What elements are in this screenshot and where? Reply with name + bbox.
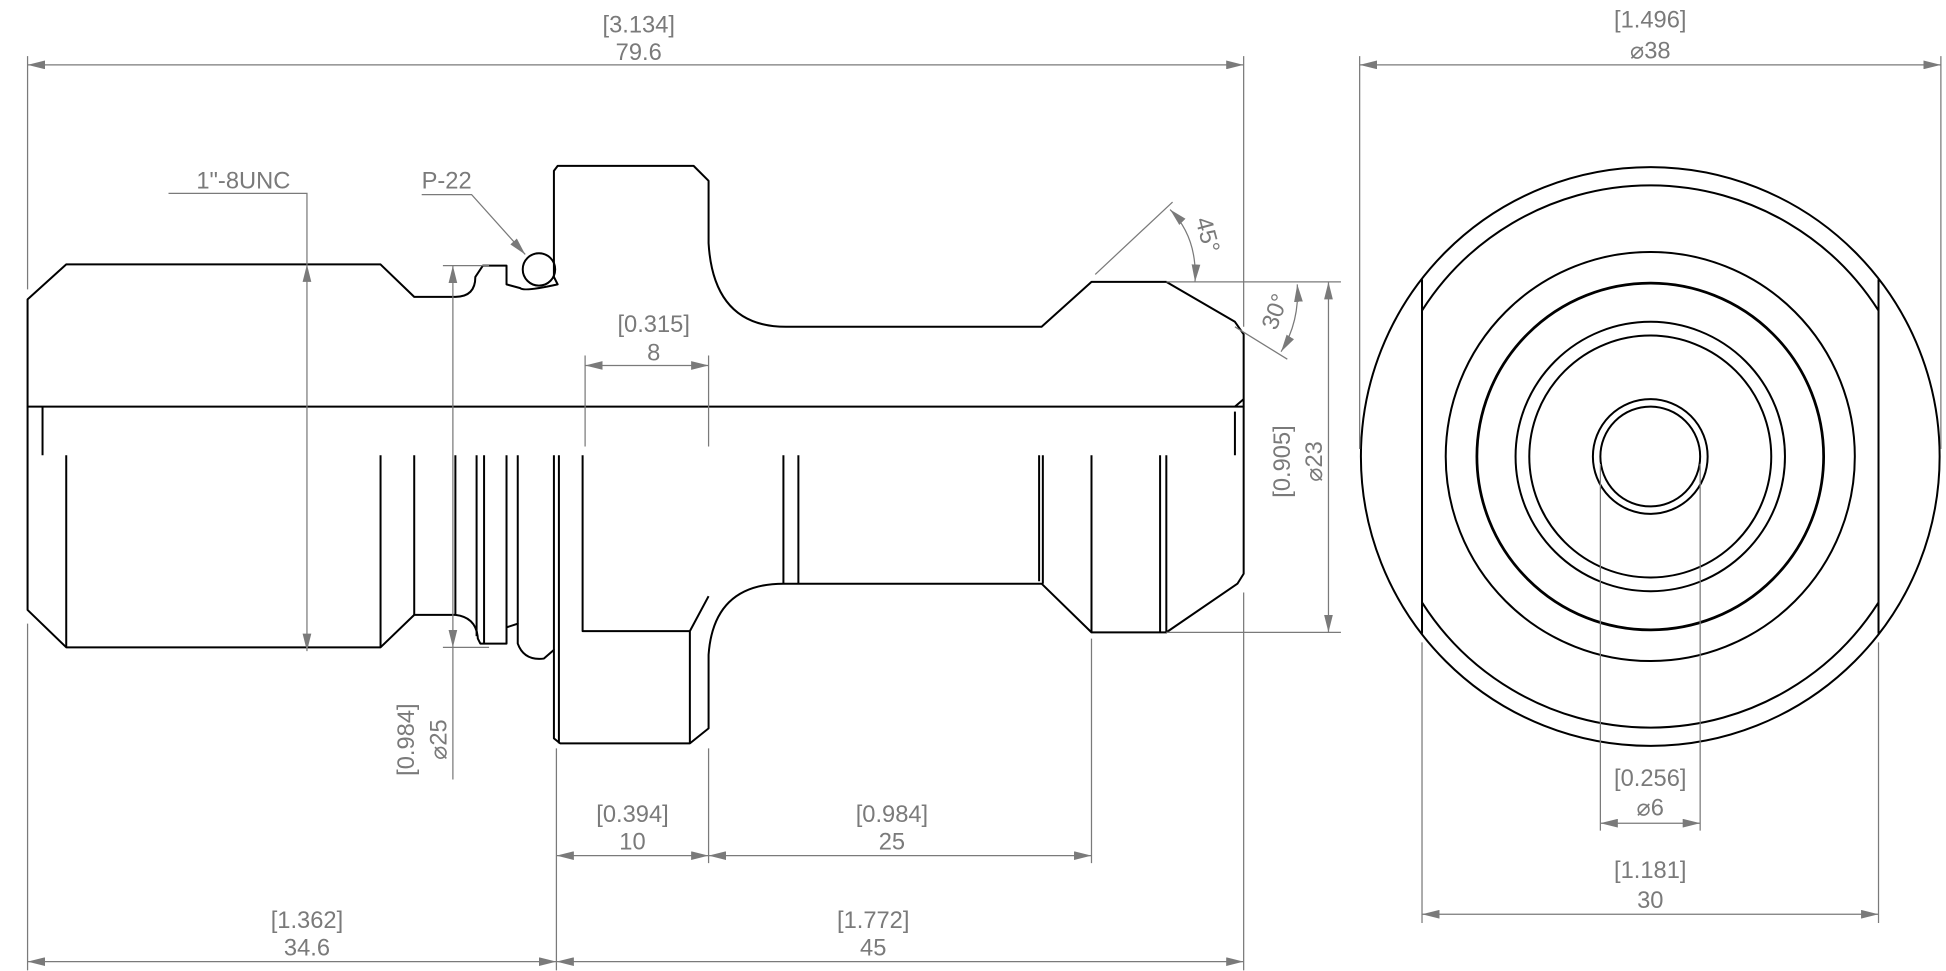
- dim-text-inch: [3.134]: [603, 12, 675, 38]
- dim-text-inch: [0.256]: [1614, 766, 1686, 792]
- dim-groove-width: [0.315] 8: [584, 312, 710, 447]
- dim-text-mm: ⌀6: [1637, 796, 1664, 822]
- dim-text-mm: 79.6: [616, 40, 662, 66]
- dim-flange-and-neck: [0.394] 10 [0.984] 25: [555, 638, 1093, 971]
- end-view: [1.496] ⌀38 [0.256] ⌀6 [1.181] 30: [1359, 7, 1942, 923]
- dim-text-mm: 30: [1637, 888, 1663, 914]
- oring-callout-label: P-22: [422, 168, 472, 194]
- ring: [1475, 281, 1826, 632]
- dim-text-inch: [1.496]: [1614, 7, 1686, 33]
- side-view: [3.134] 79.6 1"-8UNC P-22 [0.315] 8 [0.9…: [26, 12, 1341, 971]
- dim-text-mm: 10: [619, 829, 645, 855]
- bore-chamfer: [1591, 398, 1709, 515]
- dim-text-inch: [0.984]: [394, 703, 420, 775]
- ring: [1528, 334, 1773, 579]
- dim-text-inch: [1.772]: [837, 908, 909, 934]
- dim-bottom-lengths: [1.362] 34.6 [1.772] 45: [26, 592, 1245, 971]
- outer-circle: [1359, 166, 1941, 747]
- angle-45-label: 45°: [1190, 215, 1224, 256]
- thread-callout: 1"-8UNC: [168, 168, 312, 652]
- bore: [1599, 405, 1702, 508]
- dim-text-mm: 25: [879, 829, 905, 855]
- dim-text-inch: [0.394]: [596, 802, 668, 828]
- edge-lines: [41, 398, 1245, 744]
- dim-text-inch: [0.905]: [1270, 425, 1296, 497]
- thread-callout-label: 1"-8UNC: [196, 168, 290, 194]
- oring-callout: P-22: [422, 168, 526, 255]
- part-outline-lower: [26, 406, 1245, 745]
- dim-text-inch: [0.315]: [617, 312, 689, 338]
- dim-end-diameter: [0.905] ⌀23: [1166, 281, 1341, 633]
- dim-outer-diameter: [1.496] ⌀38: [1359, 7, 1942, 450]
- dim-text-inch: [1.181]: [1614, 858, 1686, 884]
- dim-bore-diameter: [0.256] ⌀6: [1599, 463, 1701, 831]
- ring: [1444, 250, 1856, 663]
- angle-30-label: 30°: [1257, 291, 1294, 334]
- dim-overall-length: [3.134] 79.6: [26, 12, 1245, 327]
- oring: [521, 252, 557, 287]
- flange-inner-lines: [581, 455, 710, 744]
- dim-text-inch: [1.362]: [271, 908, 343, 934]
- dim-text-mm: ⌀38: [1630, 39, 1671, 65]
- dim-text-mm: 8: [647, 340, 660, 366]
- chamfer-arcs: [1421, 184, 1880, 729]
- dim-flat-width: [1.181] 30: [1421, 642, 1880, 923]
- dim-text-mm: ⌀23: [1302, 441, 1328, 482]
- dim-angle-45: 45°: [1094, 201, 1224, 282]
- section-hatch: [26, 164, 1245, 408]
- dim-text-mm: 45: [860, 935, 886, 961]
- dim-text-mm: ⌀25: [427, 719, 453, 760]
- dim-groove-diameter: [0.984] ⌀25: [394, 265, 490, 780]
- dim-text-mm: 34.6: [284, 935, 330, 961]
- ring: [1514, 320, 1786, 593]
- dim-text-inch: [0.984]: [856, 802, 928, 828]
